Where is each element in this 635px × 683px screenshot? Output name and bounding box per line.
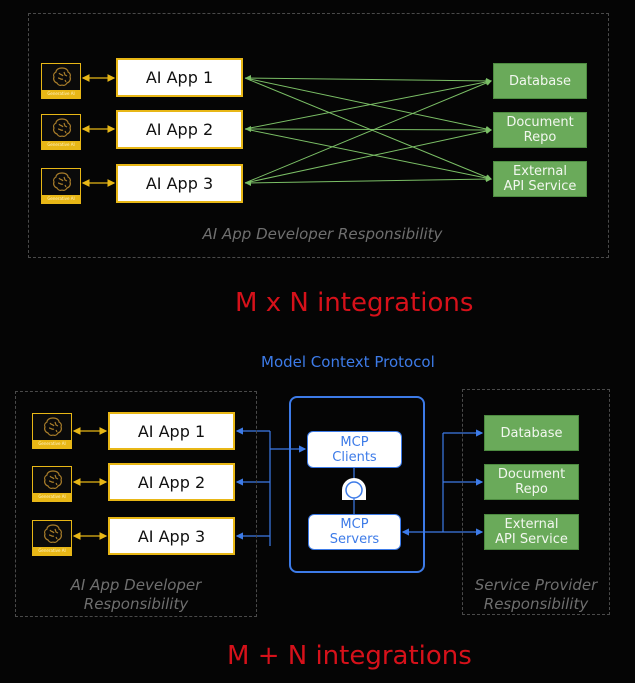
bottom-app-3[interactable]: AI App 3 (108, 517, 235, 555)
brain-icon (53, 172, 71, 191)
top-app-2[interactable]: AI App 2 (116, 110, 243, 149)
top-service-document-repo[interactable]: Document Repo (493, 112, 587, 148)
genai-label: Generative AI (42, 90, 80, 98)
arrowhead-icon (245, 180, 251, 186)
mxn-caption: M x N integrations (235, 288, 474, 318)
arrowhead-icon (245, 126, 251, 132)
mesh-line (244, 128, 492, 181)
mesh-line (244, 126, 492, 133)
bottom-app-1[interactable]: AI App 1 (108, 412, 235, 450)
mesh-line (244, 77, 492, 84)
mcp-servers[interactable]: MCP Servers (308, 514, 401, 550)
top-app-3[interactable]: AI App 3 (116, 164, 243, 203)
mesh-line (244, 77, 492, 132)
developer-responsibility-label: AI App Developer Responsibility (70, 576, 202, 613)
mesh-line (244, 128, 492, 184)
brain-icon (44, 470, 62, 489)
genai-app-links (72, 74, 116, 540)
arrowhead-icon (245, 75, 251, 81)
genai-icon-3: Generative AI (41, 168, 81, 204)
top-service-external-api[interactable]: External API Service (493, 161, 587, 197)
genai-label: Generative AI (42, 141, 80, 149)
genai-label: Generative AI (33, 440, 71, 448)
bottom-service-external-api[interactable]: External API Service (484, 514, 579, 550)
protocol-title: Model Context Protocol (261, 353, 435, 371)
genai-icon-b2: Generative AI (32, 466, 72, 502)
genai-icon-b1: Generative AI (32, 413, 72, 449)
genai-icon-2: Generative AI (41, 114, 81, 150)
bottom-app-2[interactable]: AI App 2 (108, 463, 235, 501)
provider-responsibility-zone (462, 389, 610, 615)
mesh-line (244, 80, 492, 184)
genai-label: Generative AI (42, 195, 80, 203)
top-app-1[interactable]: AI App 1 (116, 58, 243, 97)
brain-icon (44, 524, 62, 543)
genai-icon-1: Generative AI (41, 63, 81, 99)
mesh-line (244, 176, 492, 184)
mpn-caption: M + N integrations (227, 641, 472, 671)
genai-icon-b3: Generative AI (32, 520, 72, 556)
top-developer-responsibility-zone (28, 13, 609, 258)
bottom-service-document-repo[interactable]: Document Repo (484, 464, 579, 500)
mesh-line (244, 77, 492, 180)
brain-icon (53, 118, 71, 137)
top-service-database[interactable]: Database (493, 63, 587, 99)
mesh-connections (244, 75, 492, 186)
brain-icon (44, 417, 62, 436)
developer-responsibility-zone (15, 391, 257, 617)
provider-responsibility-label: Service Provider Responsibility (474, 576, 598, 613)
top-developer-responsibility-label: AI App Developer Responsibility (202, 225, 443, 243)
mcp-clients[interactable]: MCP Clients (307, 431, 402, 468)
mcp-container (289, 396, 425, 573)
brain-icon (53, 67, 71, 86)
mesh-line (244, 79, 492, 130)
bottom-service-database[interactable]: Database (484, 415, 579, 451)
genai-label: Generative AI (33, 493, 71, 501)
genai-label: Generative AI (33, 547, 71, 555)
